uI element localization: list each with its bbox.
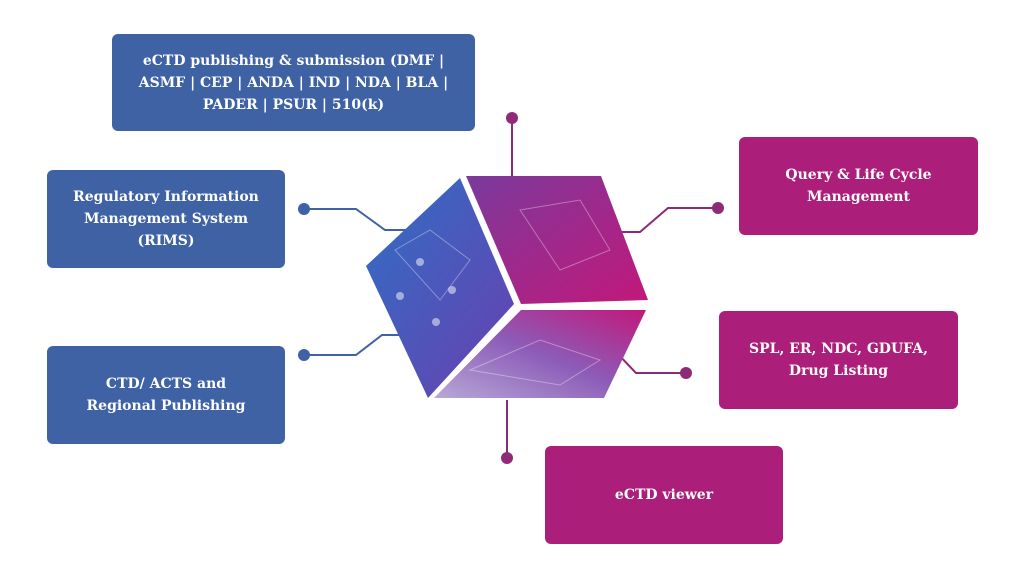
person-icon <box>416 258 424 266</box>
connector-dot-ctd <box>298 349 310 361</box>
connector-dot-spl <box>680 367 692 379</box>
connector-ctd <box>304 334 405 356</box>
cube-network-lines <box>394 229 471 301</box>
cube-map-lines <box>468 339 602 386</box>
connector-rims <box>304 208 420 231</box>
connector-dot-query <box>712 202 724 214</box>
connector-dot-publishing <box>506 112 518 124</box>
cube-face-left <box>366 178 514 398</box>
connector-query <box>610 207 718 233</box>
connector-dot-viewer <box>501 452 513 464</box>
connector-dot-rims <box>298 203 310 215</box>
spl-label: SPL, ER, NDC, GDUFA, Drug Listing <box>748 341 929 379</box>
person-icon <box>396 292 404 300</box>
cube-face-top <box>466 176 648 304</box>
cube-face-front <box>434 310 646 398</box>
ectd-viewer-label: eCTD viewer <box>614 487 714 503</box>
ctd-acts-label: CTD/ ACTS and Regional Publishing <box>86 376 246 414</box>
cube-circuit-lines <box>519 199 611 271</box>
rims-label: Regulatory Information Management System… <box>73 189 259 249</box>
spl-box: SPL, ER, NDC, GDUFA, Drug Listing <box>719 311 958 409</box>
ectd-publishing-box: eCTD publishing & submission (DMF | ASMF… <box>112 34 475 131</box>
ctd-acts-box: CTD/ ACTS and Regional Publishing <box>47 346 285 444</box>
query-lifecycle-box: Query & Life Cycle Management <box>739 137 978 235</box>
rims-box: Regulatory Information Management System… <box>47 170 285 268</box>
person-icon <box>448 286 456 294</box>
ectd-publishing-label: eCTD publishing & submission (DMF | ASMF… <box>138 52 449 113</box>
ectd-viewer-box: eCTD viewer <box>545 446 783 544</box>
query-lifecycle-label: Query & Life Cycle Management <box>785 167 932 205</box>
person-icon <box>432 318 440 326</box>
